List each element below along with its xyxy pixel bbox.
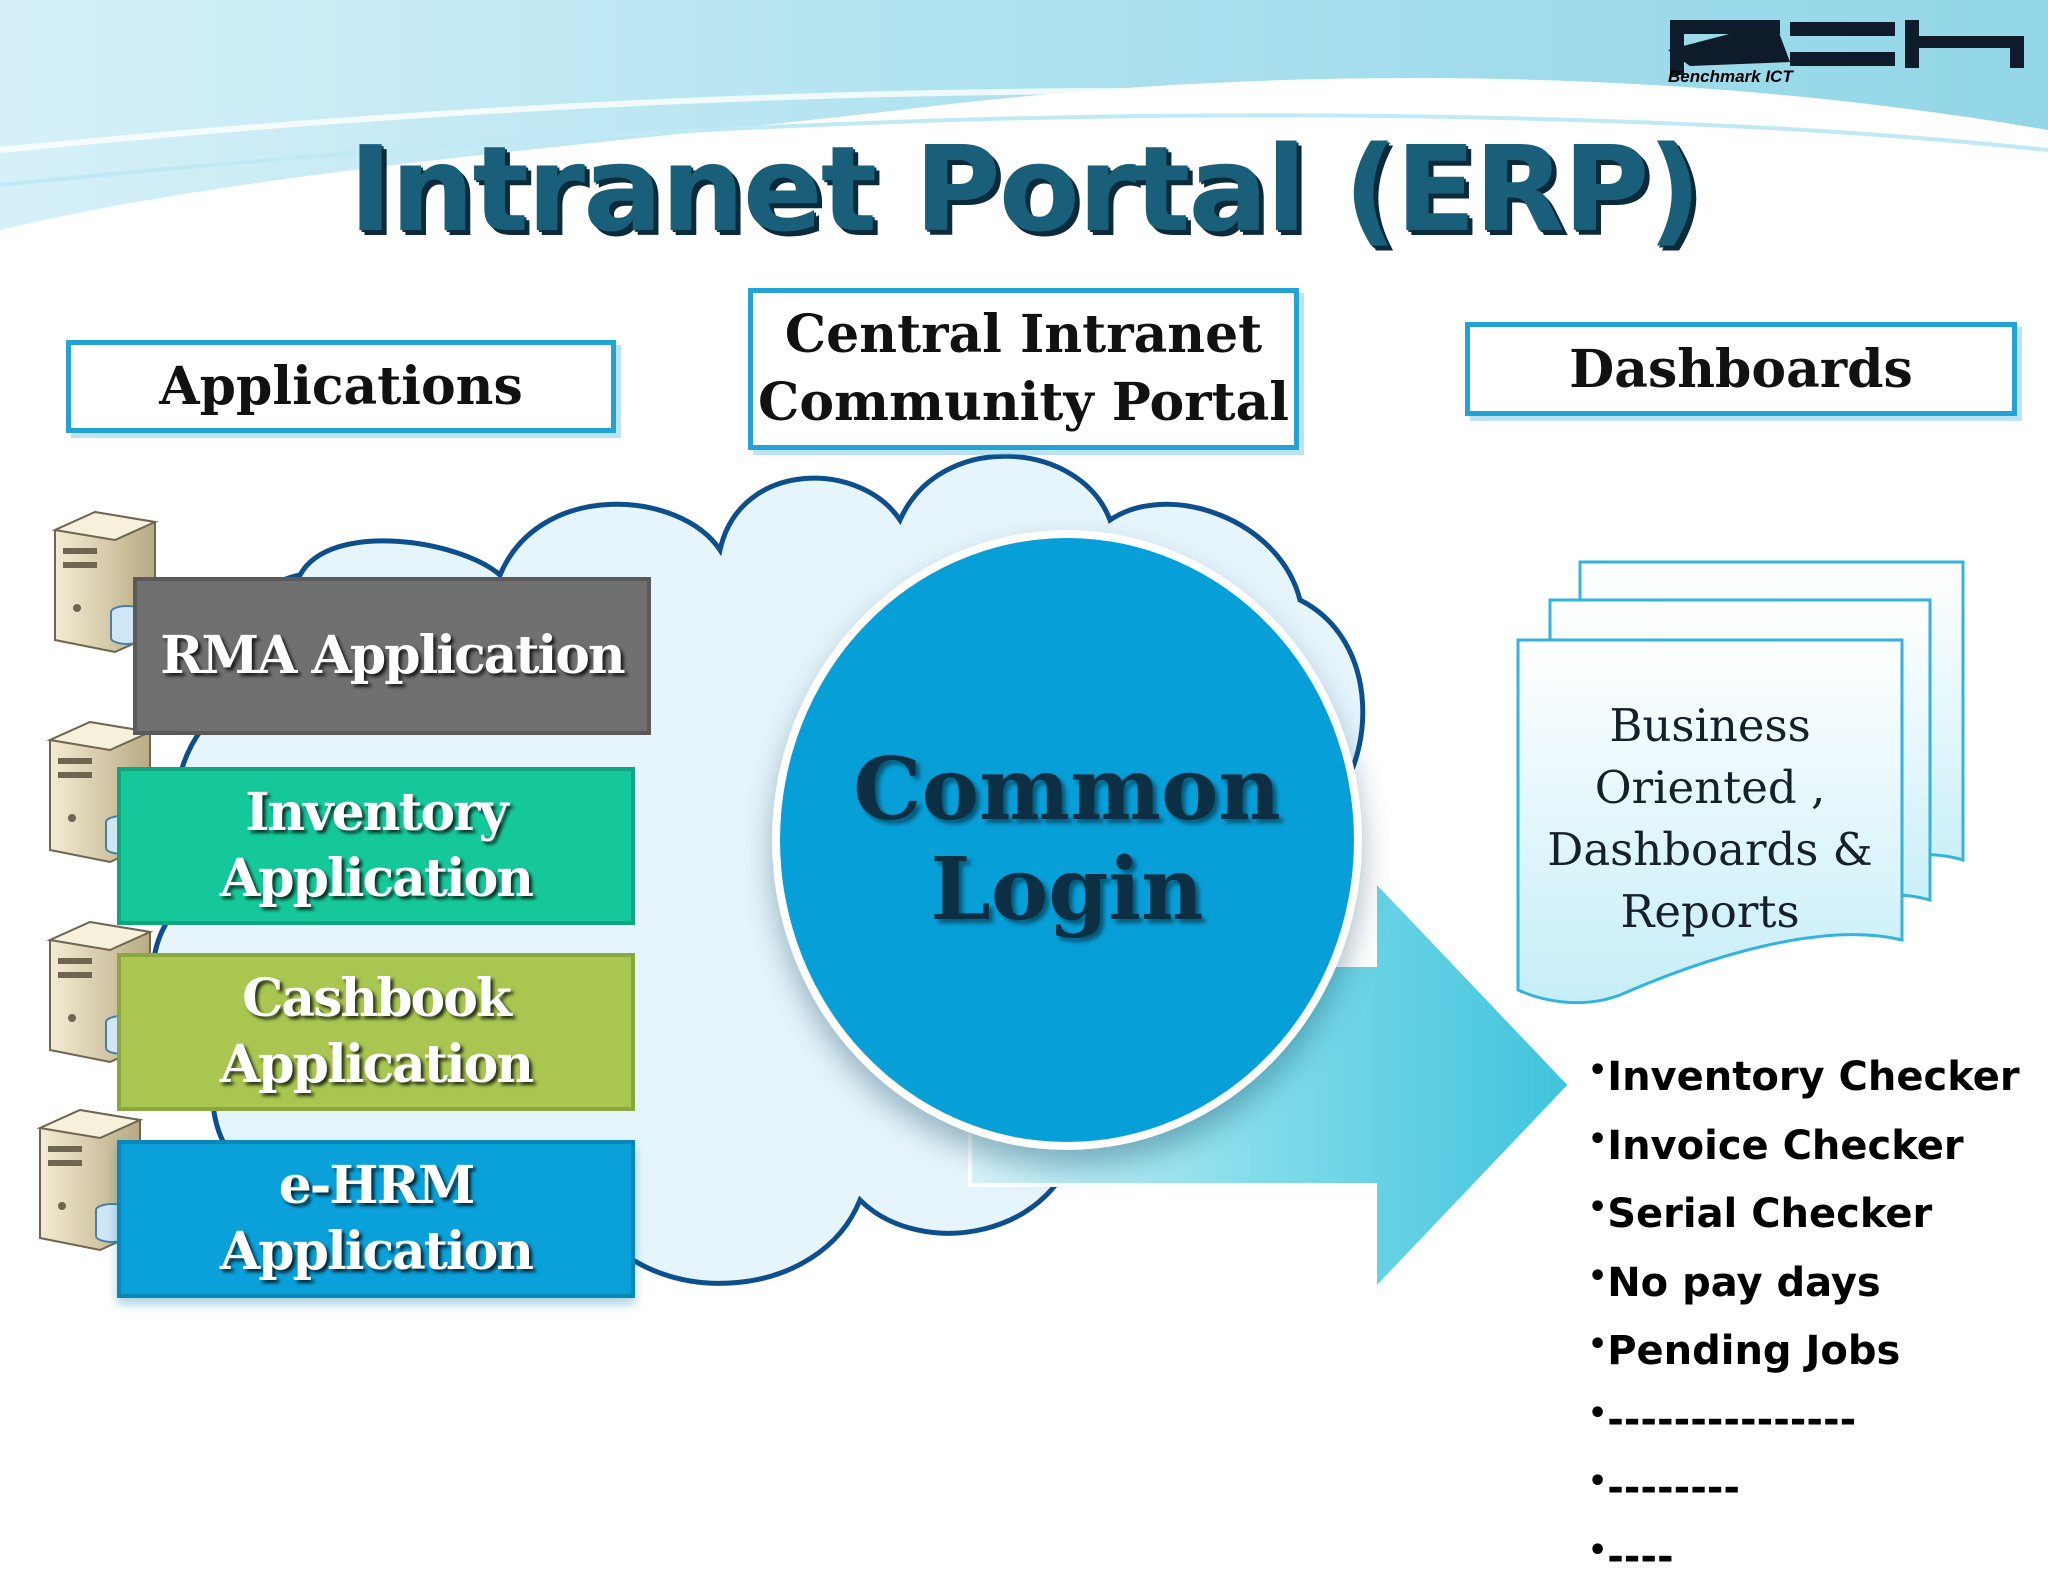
list-item-text: --------: [1607, 1465, 1740, 1511]
document-text: Business Oriented , Dashboards & Reports: [1530, 695, 1890, 943]
inventory-application-label: Inventory Application: [211, 780, 541, 912]
dashboards-header-label: Dashboards: [1569, 339, 1913, 400]
applications-header: Applications: [66, 340, 616, 433]
bullet: •: [1588, 1533, 1607, 1568]
list-item: •Invoice Checker: [1588, 1109, 2020, 1178]
bullet: •: [1588, 1259, 1607, 1294]
dashboards-header: Dashboards: [1465, 322, 2017, 416]
bullet: •: [1588, 1053, 1607, 1088]
bullet: •: [1588, 1190, 1607, 1225]
bullet: •: [1588, 1327, 1607, 1362]
list-item-text: Inventory Checker: [1607, 1054, 2019, 1100]
list-item: •Pending Jobs: [1588, 1314, 2020, 1383]
list-item: •--------: [1588, 1451, 2020, 1520]
page-title: Intranet Portal (ERP): [0, 120, 2048, 258]
bullet: •: [1588, 1396, 1607, 1431]
list-item-text: ----: [1607, 1534, 1673, 1580]
bullet: •: [1588, 1464, 1607, 1499]
list-item-text: ---------------: [1607, 1397, 1856, 1443]
common-login-label: Common Login: [780, 740, 1354, 940]
cashbook-application-label: Cashbook Application: [211, 966, 541, 1098]
common-login-circle: Common Login: [772, 530, 1362, 1150]
list-item-text: Serial Checker: [1607, 1191, 1932, 1237]
list-item: •No pay days: [1588, 1246, 2020, 1315]
ehrm-application-label: e-HRM Application: [220, 1153, 532, 1285]
list-item: •---------------: [1588, 1383, 2020, 1452]
portal-header-line-1: Central Intranet: [785, 301, 1262, 369]
rma-application-box: RMA Application: [133, 577, 651, 735]
portal-header-line-2: Community Portal: [758, 369, 1289, 437]
applications-header-label: Applications: [159, 356, 522, 417]
list-item-text: Pending Jobs: [1607, 1328, 1900, 1374]
bullet: •: [1588, 1122, 1607, 1157]
rma-application-label: RMA Application: [160, 623, 623, 689]
cashbook-application-box: Cashbook Application: [117, 953, 635, 1111]
list-item: •----: [1588, 1520, 2020, 1588]
list-item: •Inventory Checker: [1588, 1040, 2020, 1109]
dashboard-list: •Inventory Checker •Invoice Checker •Ser…: [1588, 1040, 2020, 1588]
inventory-application-box: Inventory Application: [117, 767, 635, 925]
logo-tagline: Benchmark ICT: [1668, 67, 1794, 86]
ehrm-application-box: e-HRM Application: [117, 1140, 635, 1298]
list-item-text: Invoice Checker: [1607, 1123, 1963, 1169]
portal-header: Central Intranet Community Portal: [748, 288, 1299, 450]
list-item: •Serial Checker: [1588, 1177, 2020, 1246]
list-item-text: No pay days: [1607, 1260, 1881, 1306]
